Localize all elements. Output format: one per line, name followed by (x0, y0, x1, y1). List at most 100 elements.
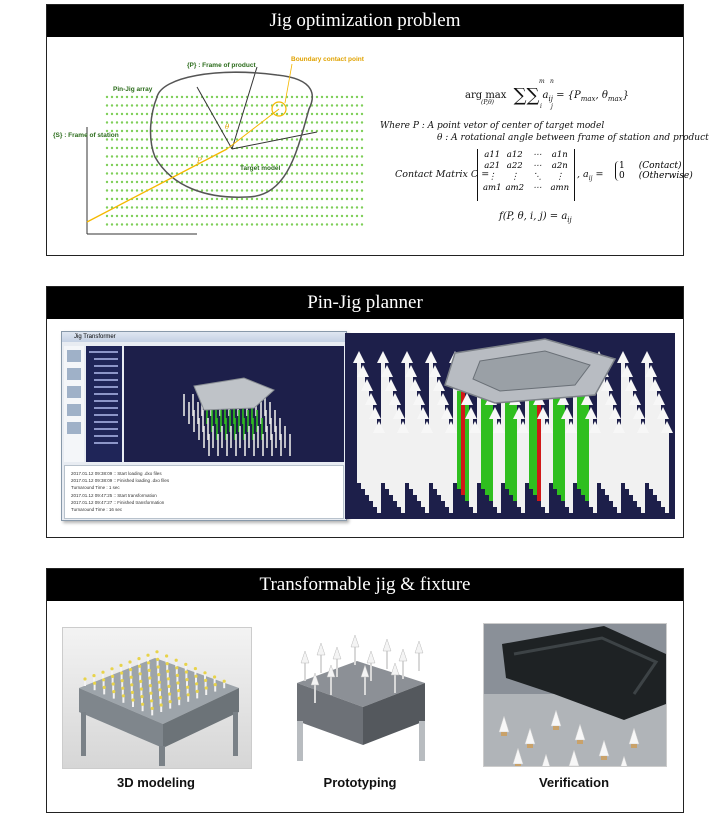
model-pin-cap (174, 658, 178, 662)
model-pin-cap (92, 674, 96, 678)
grid-dot (280, 121, 284, 124)
tree-row[interactable] (94, 428, 118, 430)
grid-dot (260, 129, 264, 133)
grid-dot (125, 197, 129, 201)
model-pin-cap (157, 673, 161, 677)
grid-dot (255, 129, 259, 133)
grid-dot (360, 95, 364, 99)
model-tree[interactable] (86, 346, 122, 462)
grid-dot (235, 163, 239, 167)
grid-dot (215, 95, 219, 99)
grid-dot (350, 95, 354, 99)
grid-dot (300, 172, 304, 175)
grid-dot (215, 206, 219, 209)
tree-row[interactable] (94, 393, 118, 395)
grid-dot (195, 129, 199, 133)
grid-dot (355, 214, 359, 218)
grid-dot (175, 223, 179, 226)
grid-dot (275, 112, 279, 116)
grid-dot (140, 129, 144, 133)
grid-dot (325, 146, 329, 150)
grid-dot (185, 129, 189, 133)
grid-dot (265, 112, 269, 116)
grid-dot (205, 189, 209, 192)
large-pin-tip (645, 365, 657, 377)
grid-dot (250, 214, 254, 218)
grid-dot (315, 197, 319, 201)
tree-row[interactable] (94, 386, 118, 388)
grid-dot (270, 129, 274, 133)
tree-row[interactable] (94, 435, 118, 437)
tree-row[interactable] (94, 442, 118, 444)
tree-row[interactable] (94, 421, 118, 423)
grid-dot (350, 172, 354, 175)
grid-dot (240, 138, 244, 141)
grid-dot (105, 206, 109, 209)
grid-dot (105, 121, 109, 124)
tree-row[interactable] (94, 379, 118, 381)
argmax-equation: arg max ∑∑ aij = {Pmax, θmax} (465, 85, 630, 106)
grid-dot (145, 138, 149, 141)
model-pin-cap (147, 668, 151, 672)
model-pin-cap (177, 689, 181, 693)
tool-button-1[interactable] (67, 350, 81, 362)
large-pin-tip (369, 407, 381, 419)
large-pin-tip (609, 407, 621, 419)
grid-dot (195, 121, 199, 124)
grid-dot (355, 121, 359, 124)
grid-dot (115, 197, 119, 201)
large-pin-tip (657, 407, 669, 419)
grid-dot (145, 197, 149, 201)
grid-dot (255, 223, 259, 226)
grid-dot (260, 138, 264, 141)
grid-dot (130, 112, 134, 116)
grid-dot (340, 197, 344, 201)
grid-dot (270, 95, 274, 99)
grid-dot (325, 189, 329, 192)
grid-dot (285, 104, 289, 107)
grid-dot (255, 138, 259, 141)
grid-dot (305, 197, 309, 201)
tool-button-5[interactable] (67, 422, 81, 434)
jig-transformer-window[interactable]: Jig Transformer 2017.01.12 09:38:09 :: S… (61, 331, 347, 521)
tool-button-3[interactable] (67, 386, 81, 398)
model-pin-cap (111, 682, 115, 686)
tree-row[interactable] (94, 400, 118, 402)
tree-row[interactable] (94, 365, 118, 367)
grid-dot (145, 129, 149, 133)
grid-dot (320, 146, 324, 150)
grid-dot (210, 206, 214, 209)
tree-row[interactable] (94, 414, 118, 416)
grid-dot (255, 104, 259, 107)
grid-dot (285, 189, 289, 192)
grid-dot (110, 214, 114, 218)
grid-dot (320, 206, 324, 209)
grid-dot (210, 121, 214, 124)
model-pin-cap (102, 678, 106, 682)
tree-row[interactable] (89, 351, 118, 353)
grid-dot (140, 95, 144, 99)
model-pin-cap (150, 706, 154, 710)
grid-dot (210, 146, 214, 150)
grid-dot (230, 155, 234, 158)
grid-dot (350, 138, 354, 141)
tree-row[interactable] (94, 372, 118, 374)
grid-dot (270, 163, 274, 167)
grid-dot (200, 112, 204, 116)
large-pin-tip (605, 393, 617, 405)
tree-row[interactable] (94, 358, 118, 360)
tool-button-2[interactable] (67, 368, 81, 380)
planner-viewport-small[interactable] (124, 346, 344, 462)
grid-dot (135, 138, 139, 141)
grid-dot (325, 197, 329, 201)
tool-button-4[interactable] (67, 404, 81, 416)
tree-row[interactable] (94, 407, 118, 409)
grid-dot (115, 95, 119, 99)
planner-viewport-large[interactable] (345, 333, 675, 519)
grid-dot (135, 206, 139, 209)
grid-dot (295, 189, 299, 192)
grid-dot (205, 206, 209, 209)
grid-dot (215, 172, 219, 175)
model-pin-cap (139, 687, 143, 691)
grid-dot (260, 206, 264, 209)
